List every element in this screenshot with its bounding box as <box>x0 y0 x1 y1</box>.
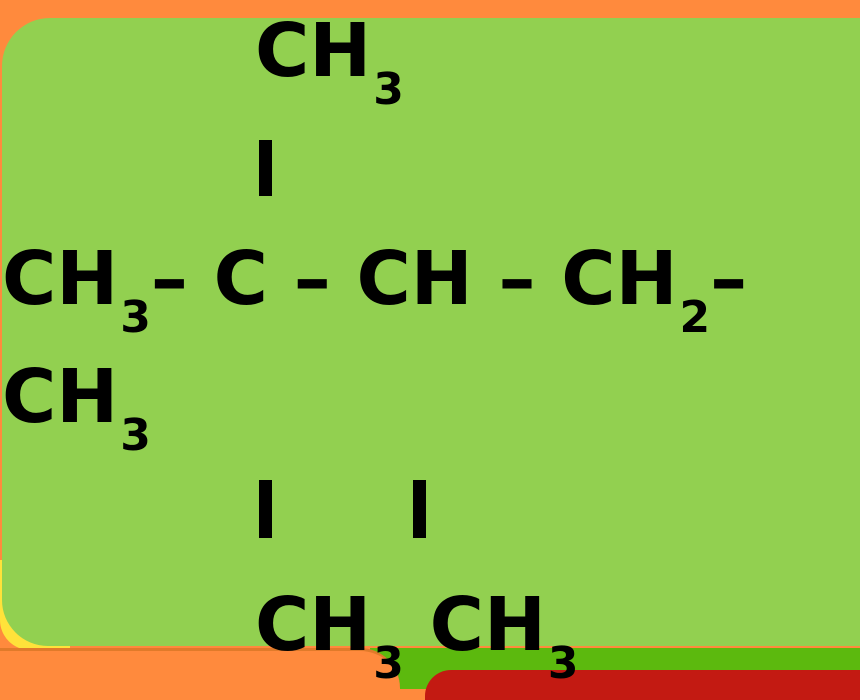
top-methyl-group: CH3 <box>255 8 404 115</box>
chain-ch2: CH2 <box>561 236 711 343</box>
lower-left-vertical-bond <box>259 480 272 538</box>
lower-right-vertical-bond <box>413 480 426 538</box>
wrapped-methyl-group: CH3 <box>2 354 151 461</box>
orange-tab-decoration <box>0 648 400 692</box>
bottom-methyl-groups: CH3 CH3 <box>255 582 579 689</box>
top-vertical-bond <box>259 140 272 196</box>
main-chain: CH3– C – CH – CH2– <box>2 236 748 343</box>
formula-panel <box>2 18 860 646</box>
chain-ch3: CH3 <box>2 236 151 343</box>
